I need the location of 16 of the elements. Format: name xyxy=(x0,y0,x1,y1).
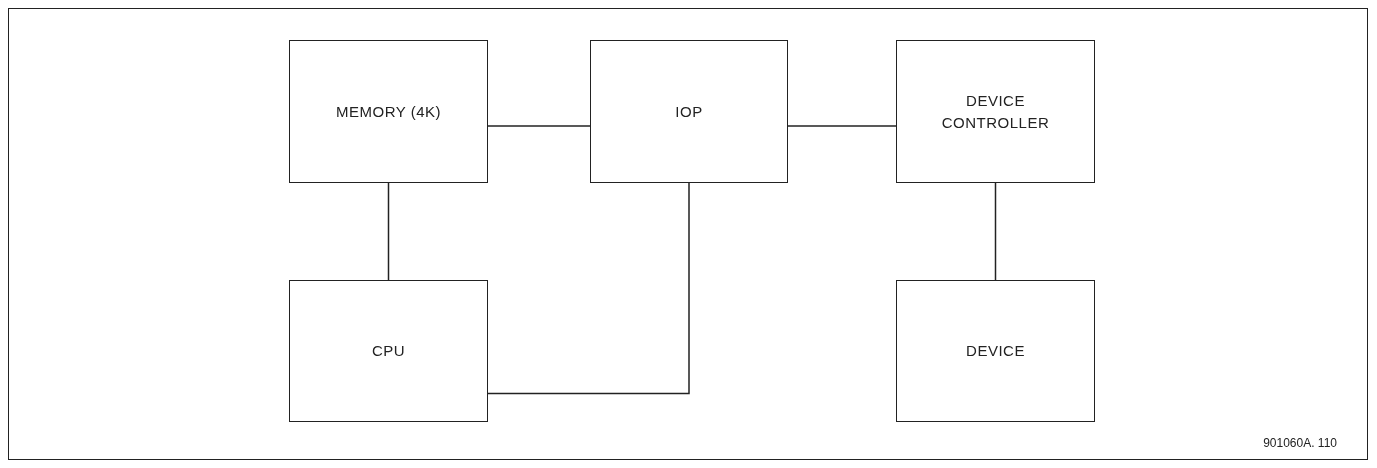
figure-number: 901060A. 110 xyxy=(1263,436,1337,450)
component-box xyxy=(896,280,1095,422)
connector-line xyxy=(787,125,897,127)
connector-line xyxy=(994,182,997,281)
box-label: CPU xyxy=(371,341,406,362)
box-label: DEVICE CONTROLLER xyxy=(940,90,1051,133)
component-box xyxy=(896,40,1095,183)
component-box xyxy=(289,40,488,183)
box-label: MEMORY (4K) xyxy=(336,101,441,122)
box-label: IOP xyxy=(675,101,703,122)
connector-line xyxy=(387,182,390,281)
component-box xyxy=(289,280,488,422)
box-label: DEVICE xyxy=(966,341,1025,362)
component-box xyxy=(590,40,788,183)
connector-line xyxy=(487,182,690,395)
connector-line xyxy=(487,125,591,127)
